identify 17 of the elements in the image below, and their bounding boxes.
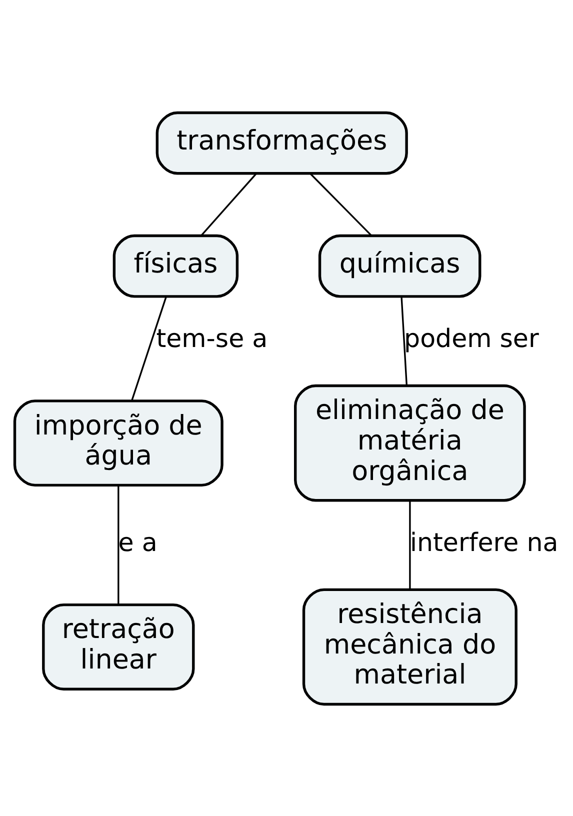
connector [200,172,257,236]
connector [310,172,372,236]
edge-label: e a [118,527,158,556]
node-box: físicas [112,234,239,298]
node-box: eliminação de matéria orgânica [294,384,526,502]
connector [118,484,120,604]
node-box: imporção de água [13,399,224,486]
node-box: retração linear [42,602,195,690]
node-box: transformações [156,110,408,174]
connector [131,296,168,400]
connector [400,296,408,385]
edge-label: podem ser [404,323,539,352]
connector [409,500,411,589]
edge-label: tem-se a [156,323,268,352]
edge-label: interfere na [410,527,558,556]
node-box: químicas [318,234,482,298]
node-box: resistência mecânica do material [302,588,518,706]
